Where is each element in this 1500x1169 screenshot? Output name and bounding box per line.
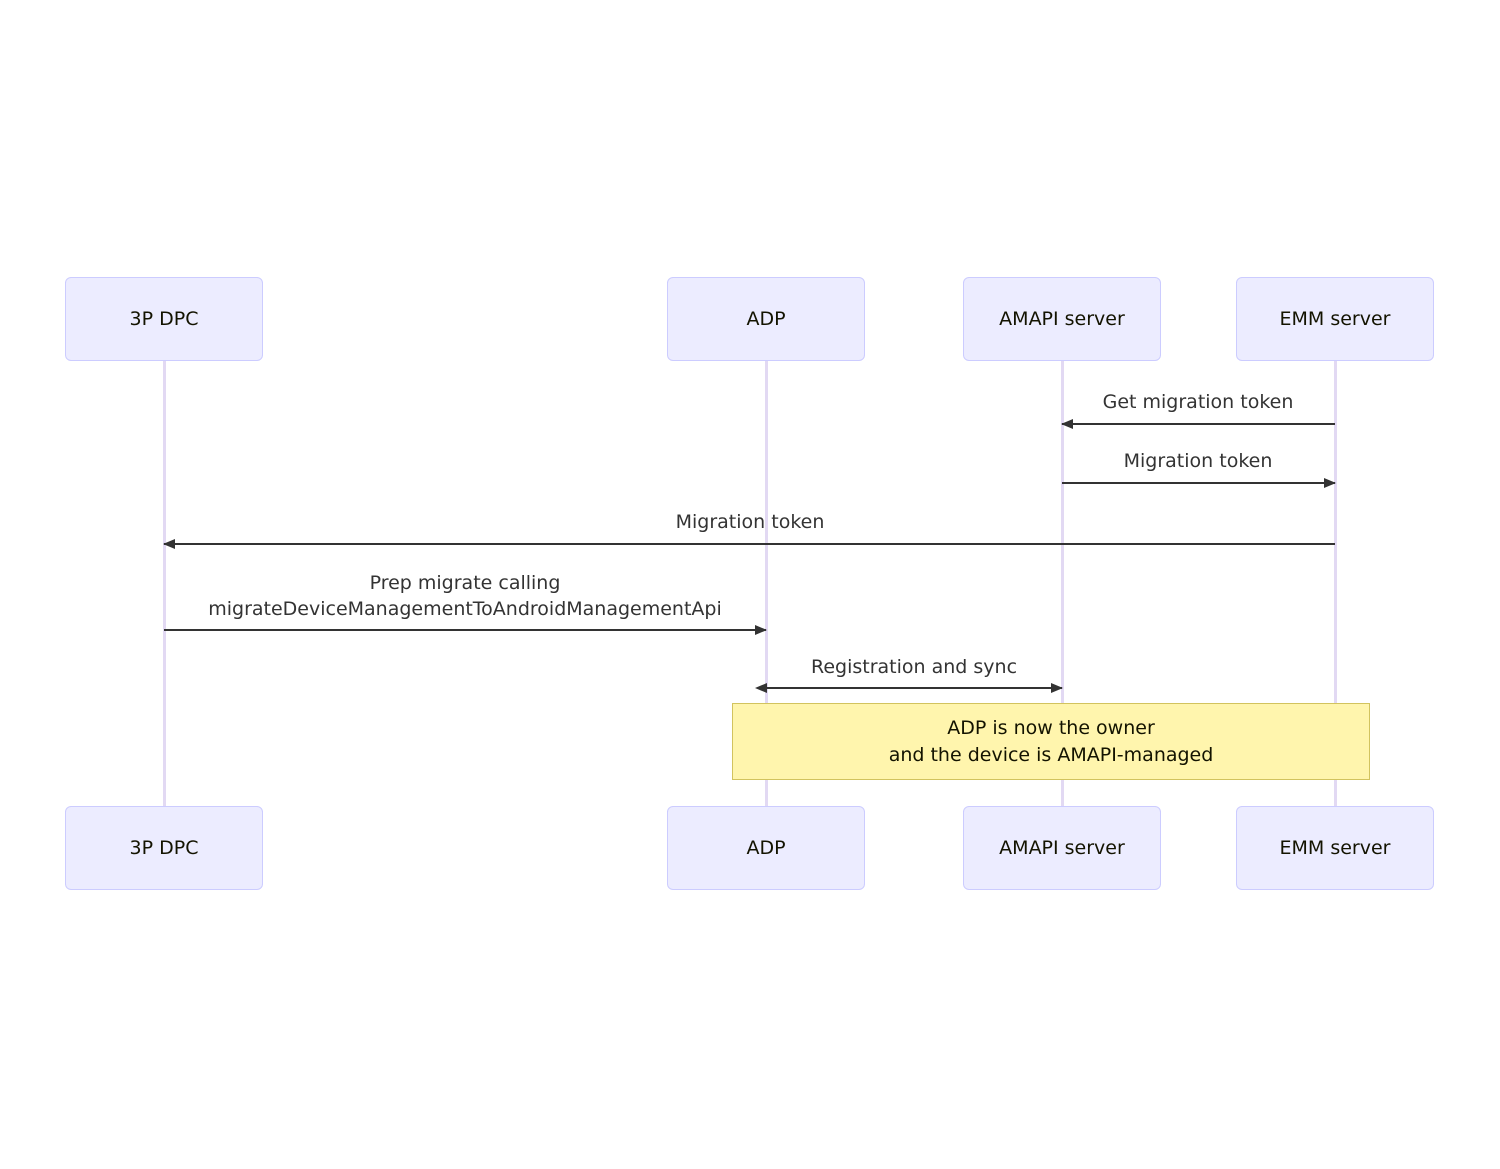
participant-top-dpc[interactable]: 3P DPC xyxy=(65,277,263,361)
participant-label: ADP xyxy=(746,837,786,859)
participant-top-amapi[interactable]: AMAPI server xyxy=(963,277,1161,361)
participant-label: AMAPI server xyxy=(999,308,1125,330)
lifeline-adp xyxy=(765,361,768,806)
participant-bottom-dpc[interactable]: 3P DPC xyxy=(65,806,263,890)
lifeline-emm xyxy=(1334,361,1337,806)
message-label-prep-migrate: Prep migrate calling migrateDeviceManage… xyxy=(208,572,722,620)
participant-label: ADP xyxy=(746,308,786,330)
participant-bottom-amapi[interactable]: AMAPI server xyxy=(963,806,1161,890)
message-label-migration-token-to-dpc: Migration token xyxy=(675,511,825,533)
note-text: ADP is now the owner and the device is A… xyxy=(888,716,1214,766)
lifeline-dpc xyxy=(163,361,166,806)
participant-label: EMM server xyxy=(1279,308,1391,330)
message-label-get-migration-token: Get migration token xyxy=(1102,391,1294,413)
participant-bottom-adp[interactable]: ADP xyxy=(667,806,865,890)
participant-top-emm[interactable]: EMM server xyxy=(1236,277,1434,361)
message-label-registration-and-sync: Registration and sync xyxy=(810,656,1018,678)
participant-label: EMM server xyxy=(1279,837,1391,859)
lifeline-amapi xyxy=(1061,361,1064,806)
participant-label: AMAPI server xyxy=(999,837,1125,859)
note-adp-owner: ADP is now the owner and the device is A… xyxy=(732,703,1370,780)
participant-top-adp[interactable]: ADP xyxy=(667,277,865,361)
participant-label: 3P DPC xyxy=(129,837,199,859)
message-label-migration-token-to-emm: Migration token xyxy=(1123,450,1273,472)
participant-label: 3P DPC xyxy=(129,308,199,330)
participant-bottom-emm[interactable]: EMM server xyxy=(1236,806,1434,890)
